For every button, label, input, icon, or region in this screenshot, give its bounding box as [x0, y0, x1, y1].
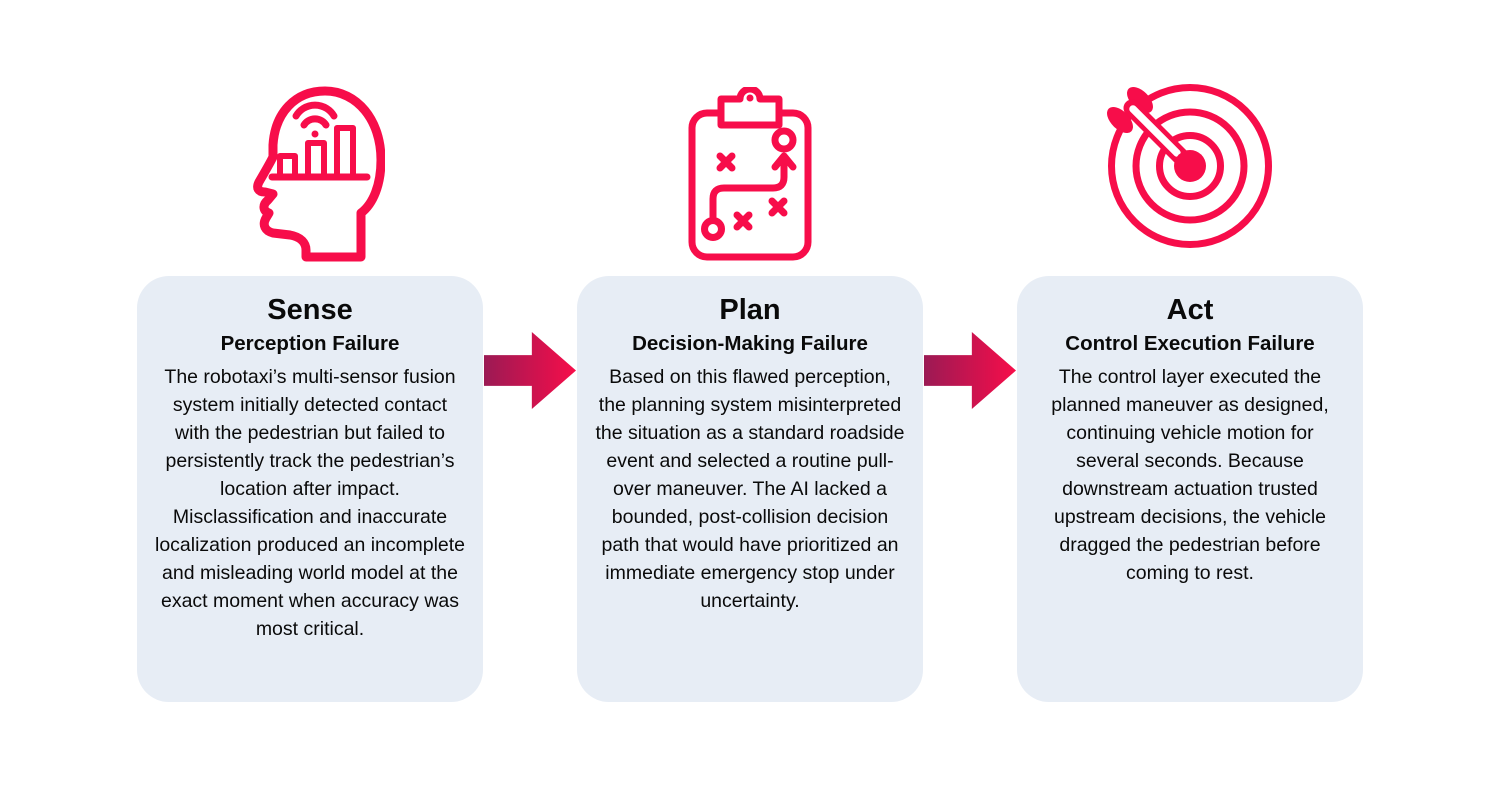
- step-title-act: Act: [1166, 294, 1214, 326]
- step-card-act: Act Control Execution Failure The contro…: [1017, 276, 1363, 702]
- dart-target-icon: [1017, 83, 1363, 263]
- step-subtitle-act: Control Execution Failure: [1065, 332, 1315, 355]
- strategy-clipboard-icon-svg: [688, 87, 812, 261]
- step-body-act: The control layer executed the planned m…: [1051, 366, 1329, 584]
- step-body-plan: Based on this flawed perception, the pla…: [595, 366, 905, 612]
- step-title-plan: Plan: [719, 294, 781, 326]
- step-body-sense: The robotaxi’s multi-sensor fusion syste…: [154, 366, 466, 640]
- dart-target-icon-svg: [1107, 84, 1272, 248]
- step-subtitle-plan: Decision-Making Failure: [632, 332, 868, 355]
- head-sensing-icon: [137, 83, 483, 263]
- flow-arrow-plan-to-act: [924, 332, 1016, 409]
- strategy-clipboard-icon: [577, 83, 923, 263]
- step-card-sense: Sense Perception Failure The robotaxi’s …: [137, 276, 483, 702]
- step-subtitle-sense: Perception Failure: [220, 332, 400, 355]
- step-card-plan: Plan Decision-Making Failure Based on th…: [577, 276, 923, 702]
- step-title-sense: Sense: [267, 294, 353, 326]
- flow-arrow-sense-to-plan: [484, 332, 576, 409]
- head-sensing-icon-svg: [253, 86, 385, 262]
